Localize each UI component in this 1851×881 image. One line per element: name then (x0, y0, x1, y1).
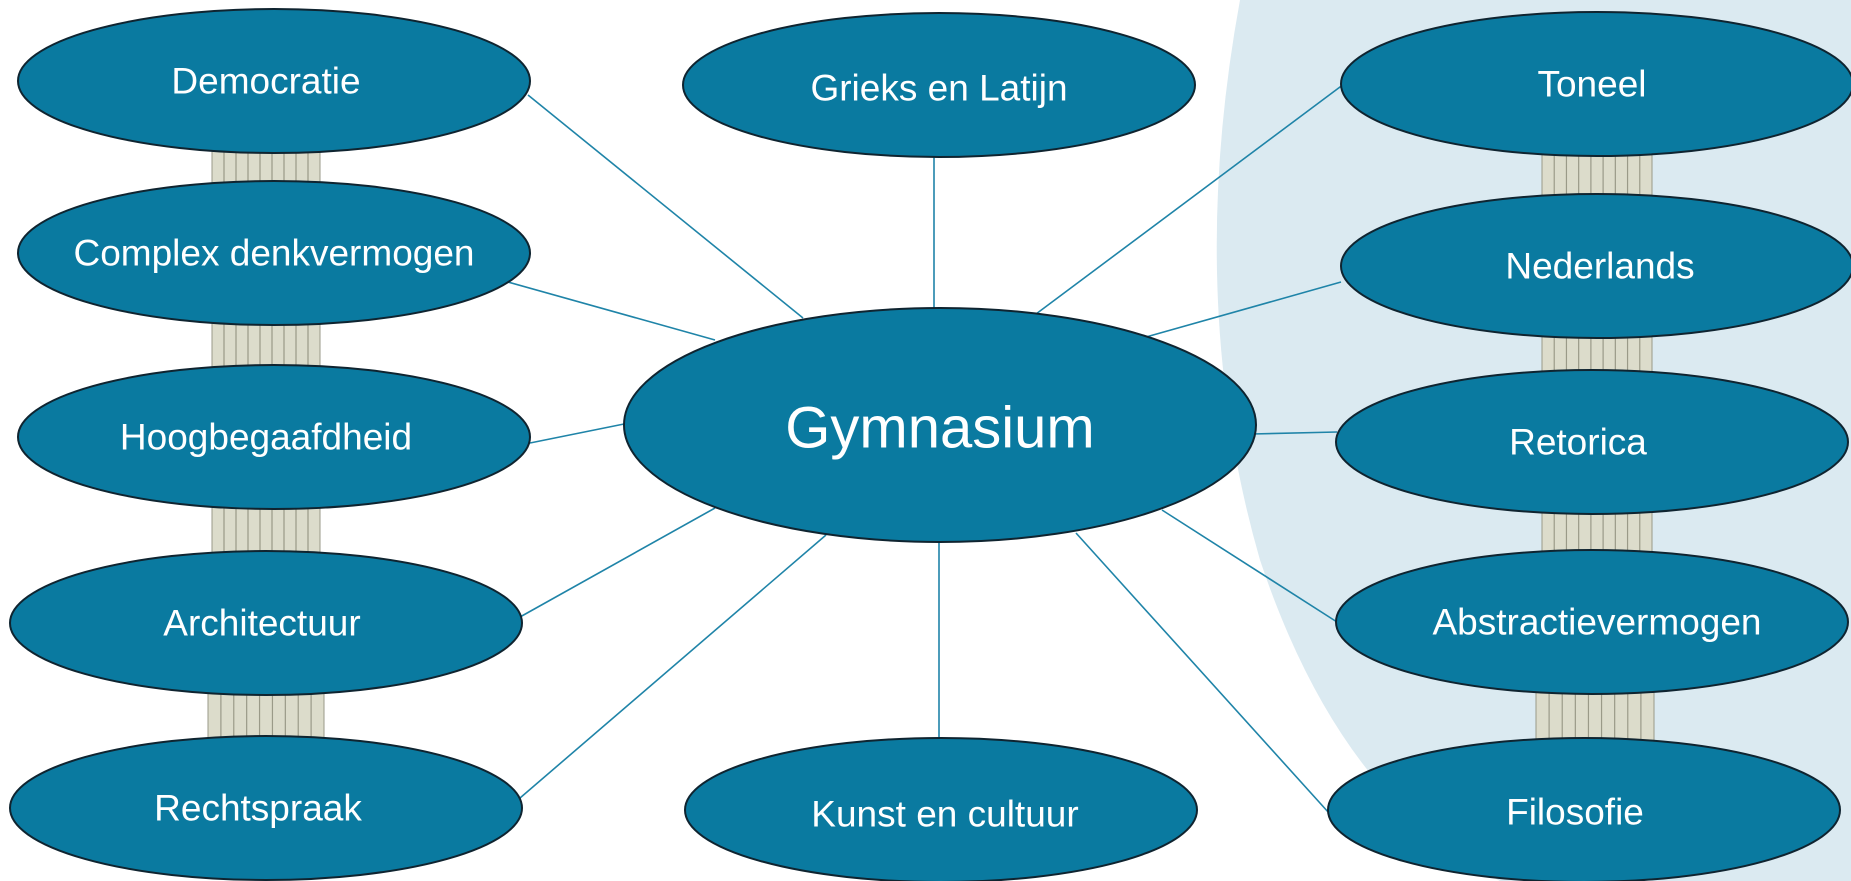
node-label-architectuur: Architectuur (163, 603, 360, 644)
right-column-shaft-4 (1535, 689, 1655, 746)
node-shape-retorica (1335, 369, 1849, 515)
connector-retorica (1251, 431, 1338, 435)
connector-hoogbegaafdheid (529, 423, 625, 444)
left-column-shaft-1 (211, 149, 321, 186)
node-label-hoogbegaafdheid: Hoogbegaafdheid (120, 417, 412, 458)
node-shape-complex-denkvermogen (17, 180, 531, 326)
node-label-toneel: Toneel (1537, 64, 1646, 105)
connector-rechtspraak (519, 534, 827, 799)
node-abstractievermogen: Abstractievermogen (1335, 549, 1849, 695)
connector-democratie (527, 94, 804, 319)
node-label-grieks-en-latijn: Grieks en Latijn (810, 68, 1067, 109)
connector-lines (507, 83, 1345, 814)
node-democratie: Democratie (17, 8, 531, 154)
connector-complex-denkvermogen (507, 281, 716, 341)
right-column-shaft-1 (1541, 149, 1653, 201)
node-shape-architectuur (9, 550, 523, 696)
node-shape-toneel (1340, 11, 1851, 157)
node-hoogbegaafdheid: Hoogbegaafdheid (17, 364, 531, 510)
connector-nederlands (1145, 281, 1342, 338)
node-filosofie: Filosofie (1327, 737, 1841, 881)
center-node-shape (623, 307, 1257, 543)
node-label-complex-denkvermogen: Complex denkvermogen (73, 233, 474, 274)
node-label-retorica: Retorica (1509, 422, 1647, 463)
node-shape-abstractievermogen (1335, 549, 1849, 695)
node-kunst-en-cultuur: Kunst en cultuur (684, 737, 1198, 881)
node-shape-nederlands (1340, 193, 1851, 339)
node-label-kunst-en-cultuur: Kunst en cultuur (811, 794, 1078, 835)
node-nederlands: Nederlands (1340, 193, 1851, 339)
node-label-abstractievermogen: Abstractievermogen (1432, 602, 1761, 643)
node-architectuur: Architectuur (9, 550, 523, 696)
node-grieks-en-latijn: Grieks en Latijn (682, 12, 1196, 158)
node-toneel: Toneel (1340, 11, 1851, 157)
connector-filosofie (1075, 532, 1330, 814)
node-label-rechtspraak: Rechtspraak (154, 788, 362, 829)
node-label-democratie: Democratie (171, 61, 360, 102)
node-shape-kunst-en-cultuur (684, 737, 1198, 881)
connector-abstractievermogen (1161, 509, 1338, 623)
center-node-label: Gymnasium (785, 396, 1094, 461)
node-complex-denkvermogen: Complex denkvermogen (17, 180, 531, 326)
node-shape-grieks-en-latijn (682, 12, 1196, 158)
node-label-filosofie: Filosofie (1506, 792, 1644, 833)
node-shape-democratie (17, 8, 531, 154)
center-node-gymnasium: Gymnasium (623, 307, 1257, 543)
node-rechtspraak: Rechtspraak (9, 735, 523, 881)
node-retorica: Retorica (1335, 369, 1849, 515)
node-shape-hoogbegaafdheid (17, 364, 531, 510)
connector-architectuur (519, 507, 716, 618)
connector-toneel (1035, 83, 1345, 315)
node-shape-rechtspraak (9, 735, 523, 881)
node-shape-filosofie (1327, 737, 1841, 881)
node-label-nederlands: Nederlands (1505, 246, 1694, 287)
